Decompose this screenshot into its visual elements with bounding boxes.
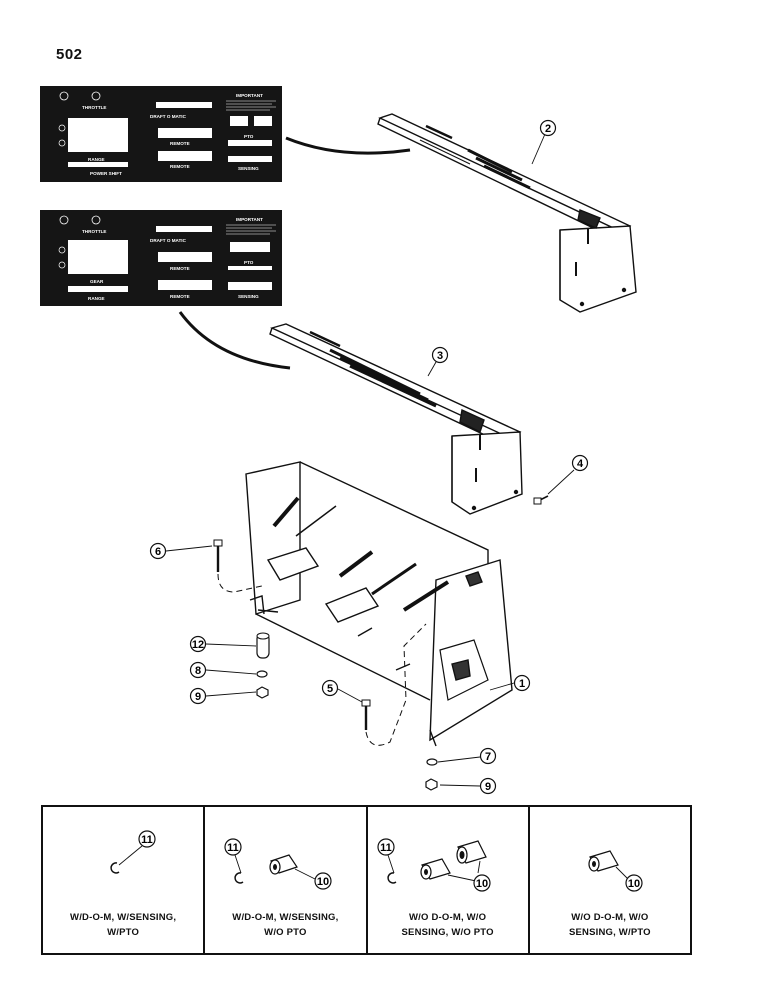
decal-a-range: RANGE <box>88 157 105 162</box>
bolt-part-6 <box>165 539 263 593</box>
config-3-caption: W/O D-O-M, W/O SENSING, W/O PTO <box>401 912 494 938</box>
spacer-part-10 <box>588 850 619 872</box>
page-number: 502 <box>56 46 83 63</box>
callout-10-label: 10 <box>475 878 487 890</box>
svg-text:7: 7 <box>485 751 491 763</box>
nut-part-9b <box>425 778 481 791</box>
callout-2: 2 <box>539 119 557 137</box>
svg-text:5: 5 <box>327 683 333 695</box>
decal-a-remote-2: REMOTE <box>170 164 190 169</box>
config-1-caption: W/D-O-M, W/SENSING, W/PTO <box>70 912 177 938</box>
callout-9a: 9 <box>189 687 207 705</box>
decal-a-throttle: THROTTLE <box>82 105 107 110</box>
config-2-caption: W/D-O-M, W/SENSING, W/O PTO <box>232 912 339 938</box>
e-clip-part-11 <box>234 872 244 884</box>
callout-6: 6 <box>149 542 167 560</box>
panel-part-2 <box>377 113 637 313</box>
screw-part-4 <box>533 469 575 505</box>
decal-a-remote-1: REMOTE <box>170 141 190 146</box>
callout-11 <box>376 838 395 856</box>
decal-b-remote-2: REMOTE <box>170 294 190 299</box>
spacer-part-12 <box>205 632 270 659</box>
config-2-parts: 11 10 <box>224 838 332 890</box>
callout-10 <box>314 872 332 890</box>
callout-5: 5 <box>321 679 339 697</box>
decal-b-remote-1: REMOTE <box>170 266 190 271</box>
callout-11-label: 11 <box>380 842 392 854</box>
decal-lower-leader <box>178 311 291 370</box>
config-4-caption: W/O D-O-M, W/O SENSING, W/PTO <box>568 912 651 938</box>
decal-b-important: IMPORTANT <box>236 217 263 222</box>
leader-3 <box>427 361 437 377</box>
callout-11 <box>224 838 242 856</box>
decal-a-power-shift: POWER SHIFT <box>90 171 122 176</box>
callout-10-label: 10 <box>628 878 640 890</box>
svg-text:3: 3 <box>437 350 443 362</box>
leader-1 <box>489 682 515 691</box>
callout-10-label: 10 <box>317 876 329 888</box>
decal-a-important: IMPORTANT <box>236 93 263 98</box>
decal-b-pto: PTO <box>244 260 254 265</box>
callout-3: 3 <box>431 346 449 364</box>
spacer-part-10 <box>269 854 299 875</box>
config-cell-4: 10 W/O D-O-M, W/O SENSING, W/PTO <box>530 807 690 953</box>
callout-8: 8 <box>189 661 207 679</box>
nut-part-9a <box>205 686 269 699</box>
config-cell-3: 11 10 W/O D-O-M, W/O SENSING, W/O PTO <box>368 807 530 953</box>
callout-12: 12 <box>189 635 207 653</box>
e-clip-part-11 <box>110 862 120 874</box>
config-4-parts: 10 <box>588 850 643 892</box>
callout-11-label: 11 <box>141 834 153 846</box>
config-cell-1: 11 W/D-O-M, W/SENSING, W/PTO <box>43 807 206 953</box>
decal-a-sensing: SENSING <box>238 166 259 171</box>
svg-text:12: 12 <box>192 639 204 651</box>
svg-text:6: 6 <box>155 546 161 558</box>
svg-text:2: 2 <box>545 123 551 135</box>
spacer-part-10a <box>419 858 451 880</box>
decal-b-sensing: SENSING <box>238 294 259 299</box>
spacer-part-10b <box>455 840 487 864</box>
decal-b-range: RANGE <box>88 296 105 301</box>
panel-part-3 <box>269 323 523 515</box>
config-cell-2: 11 10 W/D-O-M, W/SENSING, W/O PTO <box>205 807 368 953</box>
svg-text:8: 8 <box>195 665 201 677</box>
callout-4: 4 <box>571 454 589 472</box>
instrument-decal-upper: THROTTLE RANGE POWER SHIFT DRAFT O MATIC… <box>40 86 282 182</box>
config-1-parts: 11 <box>110 830 156 874</box>
callout-1: 1 <box>513 674 531 692</box>
bolt-part-5 <box>337 623 427 746</box>
decal-a-draft-o-matic: DRAFT O MATIC <box>150 114 187 119</box>
config-3-parts: 11 10 <box>376 838 491 892</box>
instrument-decal-lower: THROTTLE GEAR RANGE DRAFT O MATIC REMOTE… <box>40 210 282 306</box>
callout-11-label: 11 <box>227 842 239 854</box>
configuration-table: 11 W/D-O-M, W/SENSING, W/PTO 11 10 W/D-O… <box>41 805 692 955</box>
callout-9b: 9 <box>479 777 497 795</box>
decal-upper-leader <box>285 136 411 155</box>
svg-text:9: 9 <box>195 691 201 703</box>
callout-7: 7 <box>479 747 497 765</box>
callout-10 <box>625 874 643 892</box>
decal-b-gear: GEAR <box>90 279 104 284</box>
bracket-part-1 <box>245 461 513 747</box>
callout-11 <box>138 830 156 848</box>
leader-2 <box>531 133 546 165</box>
exploded-parts-diagram: THROTTLE RANGE POWER SHIFT DRAFT O MATIC… <box>40 86 637 795</box>
decal-a-pto: PTO <box>244 134 254 139</box>
svg-text:9: 9 <box>485 781 491 793</box>
washer-part-7 <box>426 756 481 766</box>
e-clip-part-11 <box>386 872 396 884</box>
washer-part-8 <box>205 669 268 678</box>
svg-text:4: 4 <box>577 458 584 470</box>
decal-b-throttle: THROTTLE <box>82 229 107 234</box>
svg-text:1: 1 <box>519 678 525 690</box>
decal-b-draft-o-matic: DRAFT O MATIC <box>150 238 187 243</box>
callout-10 <box>472 874 491 892</box>
